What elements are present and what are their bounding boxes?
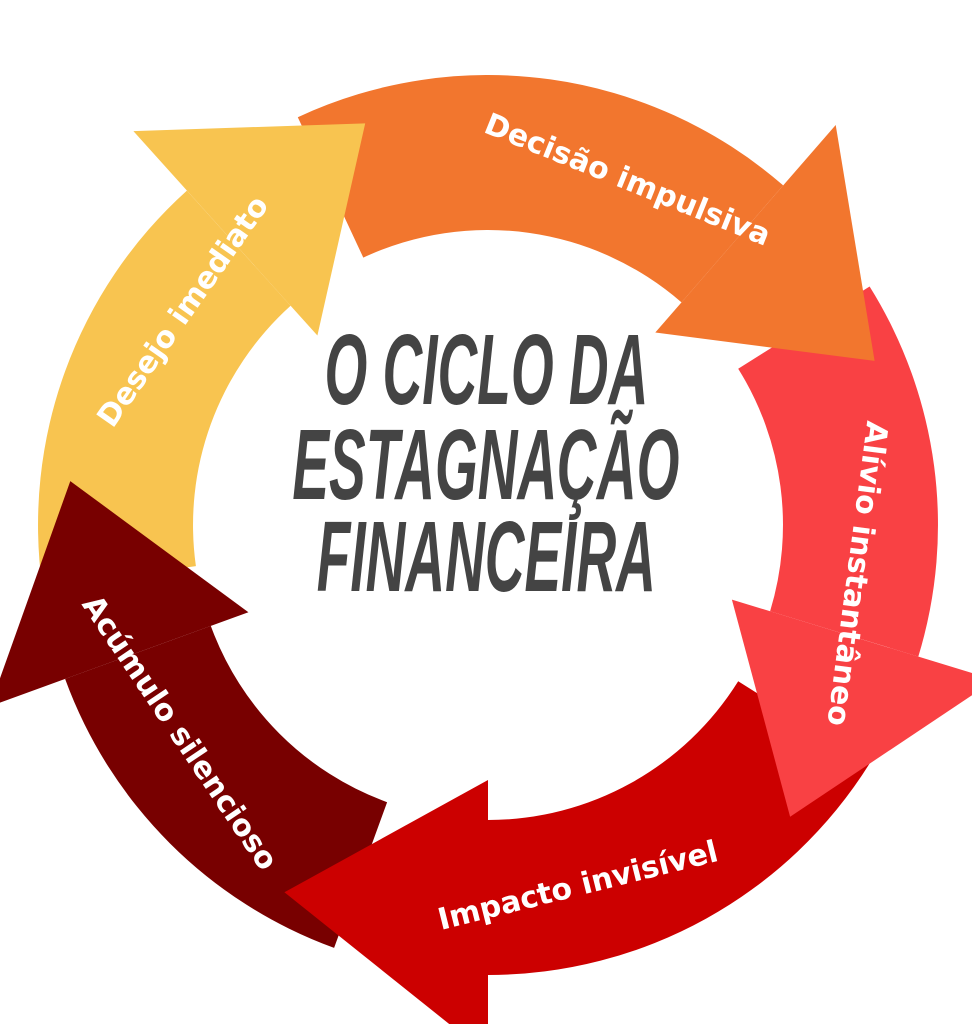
arrow-body-alivio-instantaneo [738,286,938,657]
title-line-1: O CICLO DA [324,314,648,426]
arrow-head-acumulo-silencioso [0,481,249,703]
arrow-head-desejo-imediato [133,123,366,336]
arrow-body-desejo-imediato [38,190,291,588]
arrow-head-impacto-invisivel [284,780,488,1024]
title-row-1: O CICLO DA [0,314,972,426]
arrow-body-acumulo-silencioso [65,625,388,948]
arrow-head-decisao-impulsiva [655,125,875,361]
title-row-2: ESTAGNAÇÃO [0,409,972,521]
arrow-head-alivio-instantaneo [731,599,972,817]
title-row-3: FINANCEIRA [0,501,972,613]
title-line-2: ESTAGNAÇÃO [292,409,680,521]
arrow-body-decisao-impulsiva [297,75,784,303]
title-line-3: FINANCEIRA [316,501,656,613]
